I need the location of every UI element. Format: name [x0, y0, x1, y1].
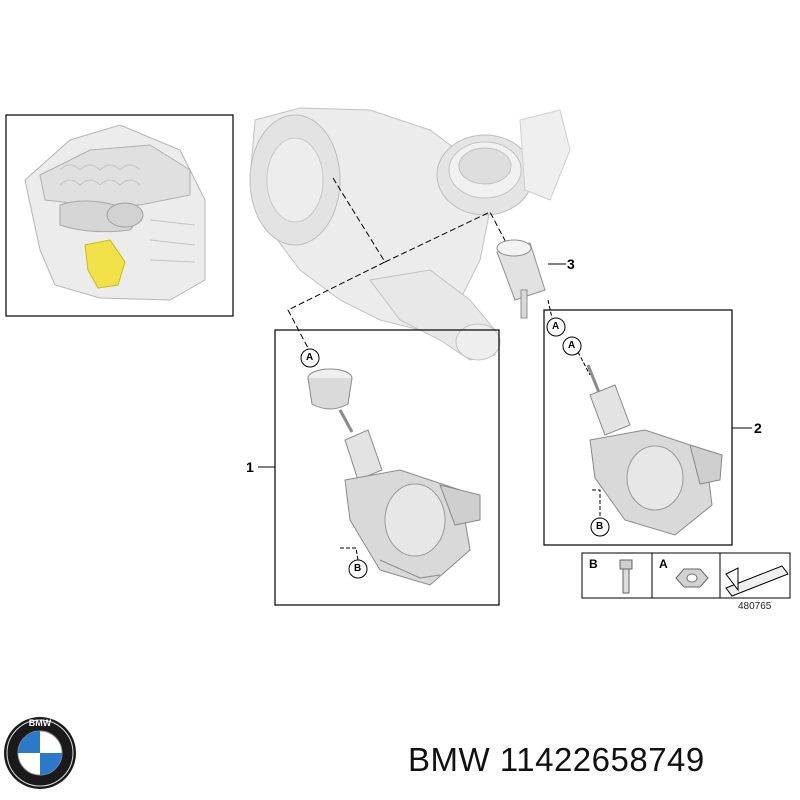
legend-a-label: A	[659, 557, 668, 571]
actuator-group-2	[543, 309, 733, 546]
callout-item-2: 2	[754, 420, 762, 436]
part-number: 11422658749	[499, 741, 705, 778]
callout-item-3: 3	[567, 256, 575, 272]
actuator-group-1	[274, 329, 500, 606]
marker-a-group-2-lower: A	[568, 340, 576, 351]
sleeve-item-3	[496, 239, 546, 319]
bmw-logo: BMW	[4, 717, 76, 789]
engine-overview-inset	[5, 114, 234, 317]
callout-item-1: 1	[246, 459, 254, 475]
diagram-number: 480765	[738, 601, 772, 612]
leader-lines	[258, 177, 752, 561]
turbocharger-housing	[249, 107, 571, 361]
legend-b-label: B	[589, 557, 598, 571]
fastener-legend	[581, 552, 791, 599]
marker-a-group-1: A	[306, 352, 314, 363]
part-caption: BMW 11422658749	[408, 741, 705, 779]
marker-a-group-2-upper: A	[552, 321, 560, 332]
marker-b-group-2: B	[596, 521, 604, 532]
marker-b-group-1: B	[354, 563, 362, 574]
brand-name: BMW	[408, 741, 491, 778]
marker-circles	[300, 317, 610, 579]
svg-text:BMW: BMW	[29, 718, 52, 728]
